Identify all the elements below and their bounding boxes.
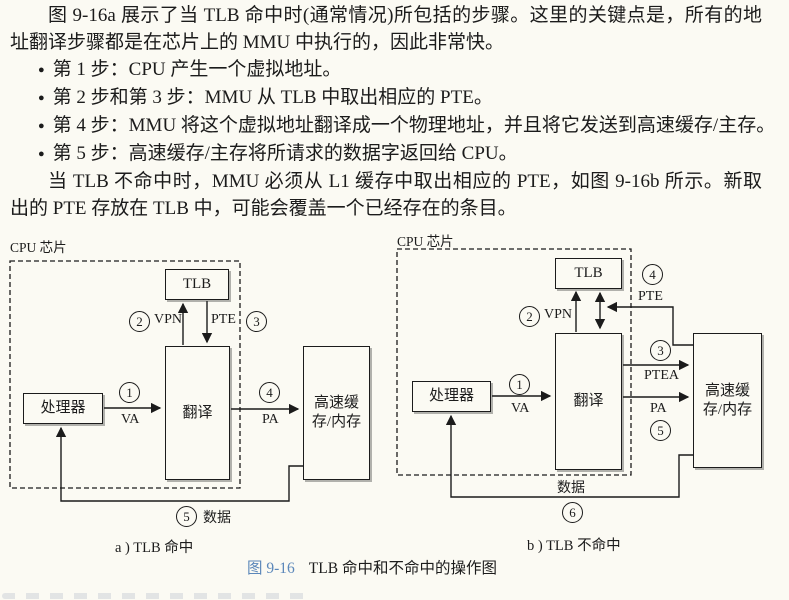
cache-box-b: 高速缓存/内存 [693, 333, 762, 468]
data-label-a: 数据 [203, 511, 231, 526]
page-edge-artifact [2, 593, 307, 599]
vpn-label-a: VPN [154, 312, 183, 327]
cache-label-b: 高速缓存/内存 [702, 382, 753, 418]
step-circle-a4: 4 [259, 382, 280, 403]
bullet-icon: ● [38, 120, 45, 132]
processor-label-b: 处理器 [428, 388, 474, 404]
pa-label-b: PA [650, 401, 667, 416]
step-circle-b1: 1 [509, 374, 530, 395]
step-5-text: 第 5 步：高速缓存/主存将所请求的数据字返回给 CPU。 [52, 143, 518, 164]
tlb-box-b: TLB [555, 258, 622, 289]
translate-box-a: 翻译 [165, 346, 230, 480]
processor-box-b: 处理器 [412, 381, 491, 412]
step-circle-a3: 3 [246, 311, 267, 332]
processor-box-a: 处理器 [23, 393, 103, 424]
chip-label-b: CPU 芯片 [397, 234, 454, 249]
step-list-item-3: ● 第 4 步：MMU 将这个虚拟地址翻译成一个物理地址，并且将它发送到高速缓存/… [38, 112, 775, 140]
step-1-text: 第 1 步：CPU 产生一个虚拟地址。 [52, 59, 342, 80]
vpn-label-b: VPN [544, 307, 573, 322]
step-circle-a5: 5 [176, 506, 197, 527]
figure-title: TLB 命中和不命中的操作图 [308, 560, 497, 577]
chip-boundary-a [9, 260, 241, 489]
wire-b-pte [606, 301, 693, 346]
bullet-icon: ● [38, 148, 45, 160]
wire-b-data [445, 414, 693, 498]
figure-caption: 图 9-16 TLB 命中和不命中的操作图 [247, 556, 497, 578]
tlb-label-b: TLB [574, 265, 603, 281]
cache-box-a: 高速缓存/内存 [303, 346, 370, 480]
ptea-label-b: PTEA [644, 368, 679, 383]
tlb-label-a: TLB [182, 276, 212, 292]
paragraph-tlb-miss: 当 TLB 不命中时，MMU 必须从 L1 缓存中取出相应的 PTE，如图 9-… [10, 171, 762, 219]
step-circle-b2: 2 [519, 306, 540, 327]
bullet-icon: ● [38, 64, 45, 76]
step-circle-a1: 1 [119, 382, 140, 403]
chip-label-a: CPU 芯片 [10, 240, 67, 255]
translate-box-b: 翻译 [555, 333, 622, 470]
step-circle-b6: 6 [562, 502, 583, 523]
translate-label-b: 翻译 [573, 393, 604, 409]
chip-boundary-b [396, 248, 632, 476]
step-circle-a2: 2 [129, 311, 150, 332]
intro-text-block: 图 9-16a 展示了当 TLB 命中时(通常情况)所包括的步骤。这里的关键点是… [10, 2, 775, 222]
tlb-box-a: TLB [165, 269, 229, 300]
translate-label-a: 翻译 [182, 404, 213, 421]
step-circle-b5: 5 [650, 420, 671, 441]
step-list-item-4: ● 第 5 步：高速缓存/主存将所请求的数据字返回给 CPU。 [38, 140, 762, 168]
step-list-item-1: ● 第 1 步：CPU 产生一个虚拟地址。 [38, 56, 762, 84]
step-circle-b4: 4 [642, 264, 663, 285]
paragraph-tlb-hit: 图 9-16a 展示了当 TLB 命中时(通常情况)所包括的步骤。这里的关键点是… [10, 5, 762, 53]
va-label-a: VA [121, 412, 140, 427]
pte-label-a: PTE [211, 312, 236, 327]
cache-label-a: 高速缓存/内存 [311, 395, 362, 430]
caption-b: b ) TLB 不命中 [527, 538, 621, 554]
figure-number: 图 9-16 [247, 560, 295, 577]
step-circle-b3: 3 [650, 340, 671, 361]
caption-a: a ) TLB 命中 [115, 540, 194, 556]
bullet-icon: ● [38, 92, 45, 104]
step-4-text: 第 4 步：MMU 将这个虚拟地址翻译成一个物理地址，并且将它发送到高速缓存/主… [52, 115, 776, 136]
va-label-b: VA [511, 401, 530, 416]
wire-a-data [55, 426, 303, 502]
step-2-3-text: 第 2 步和第 3 步：MMU 从 TLB 中取出相应的 PTE。 [52, 87, 493, 108]
step-list-item-2: ● 第 2 步和第 3 步：MMU 从 TLB 中取出相应的 PTE。 [38, 84, 762, 112]
pa-label-a: PA [262, 412, 279, 427]
pte-label-b: PTE [638, 289, 663, 304]
processor-label-a: 处理器 [40, 400, 86, 416]
data-label-b: 数据 [557, 481, 585, 496]
